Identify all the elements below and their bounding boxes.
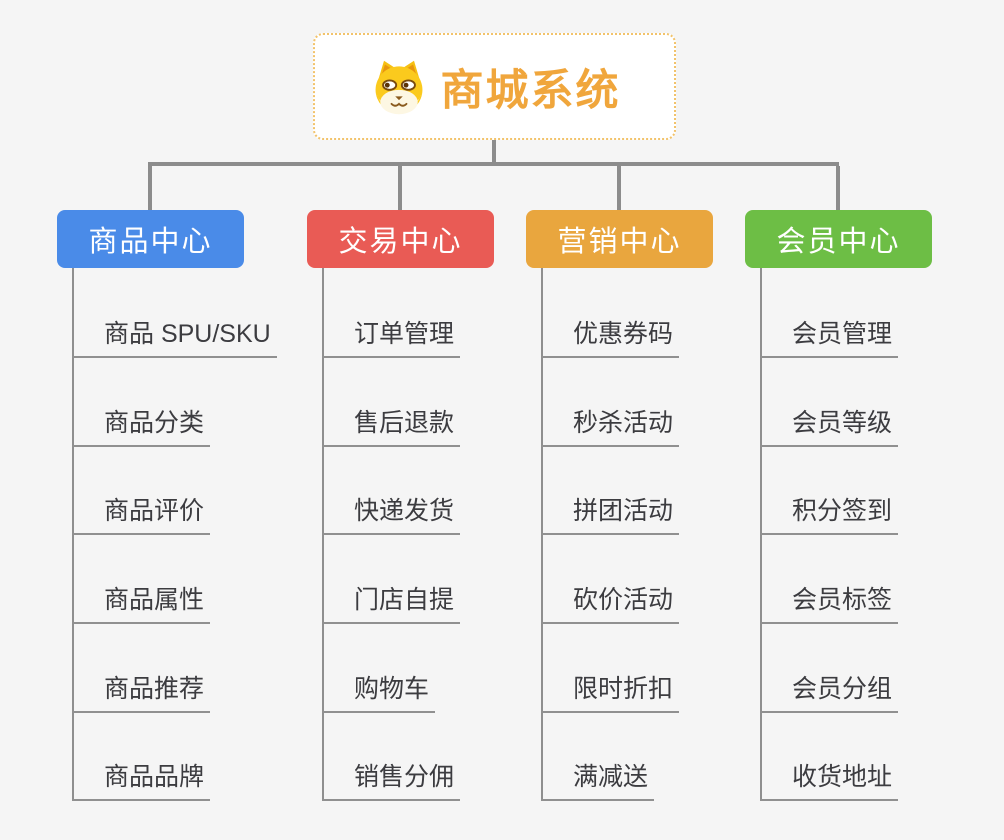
leaf-node[interactable]: 优惠券码 [541,318,680,358]
leaf-node[interactable]: 会员分组 [760,673,899,713]
leaf-node[interactable]: 商品属性 [72,584,211,624]
leaf-node[interactable]: 商品推荐 [72,673,211,713]
leaf-node[interactable]: 门店自提 [322,584,461,624]
leaf-node[interactable]: 订单管理 [322,318,461,358]
branch-node-member-center[interactable]: 会员中心 [745,210,932,268]
branch-trade-center: 交易中心 订单管理 售后退款 快递发货 门店自提 购物车 销售分佣 [307,210,557,810]
leaf-node[interactable]: 销售分佣 [322,761,461,801]
connector-drop [617,166,621,210]
connector-drop [836,166,840,210]
leaf-node[interactable]: 收货地址 [760,761,899,801]
leaf-node[interactable]: 拼团活动 [541,495,680,535]
leaf-node[interactable]: 商品 SPU/SKU [72,318,277,358]
leaf-node[interactable]: 商品分类 [72,407,211,447]
connector-root-stem [492,140,496,164]
leaf-node[interactable]: 售后退款 [322,407,461,447]
leaf-node[interactable]: 限时折扣 [541,673,680,713]
leaf-node[interactable]: 会员等级 [760,407,899,447]
leaf-node[interactable]: 购物车 [322,673,436,713]
leaf-node[interactable]: 会员管理 [760,318,899,358]
branch-member-center: 会员中心 会员管理 会员等级 积分签到 会员标签 会员分组 收货地址 [745,210,995,810]
connector-drop [398,166,402,210]
branch-marketing-center: 营销中心 优惠券码 秒杀活动 拼团活动 砍价活动 限时折扣 满减送 [526,210,776,810]
connector-rail [148,162,839,166]
connector-drop [148,166,152,210]
root-node[interactable]: 商城系统 [313,33,676,140]
branch-product-center: 商品中心 商品 SPU/SKU 商品分类 商品评价 商品属性 商品推荐 商品品牌 [57,210,307,810]
leaf-node[interactable]: 商品评价 [72,495,211,535]
leaf-node[interactable]: 商品品牌 [72,761,211,801]
root-title: 商城系统 [440,66,621,115]
leaf-node[interactable]: 满减送 [541,761,655,801]
leaf-node[interactable]: 积分签到 [760,495,899,535]
leaf-node[interactable]: 快递发货 [322,495,461,535]
leaf-node[interactable]: 砍价活动 [541,584,680,624]
leaf-node[interactable]: 会员标签 [760,584,899,624]
dog-face-icon [369,57,429,117]
branch-node-product-center[interactable]: 商品中心 [57,210,244,268]
branch-node-trade-center[interactable]: 交易中心 [307,210,494,268]
branch-node-marketing-center[interactable]: 营销中心 [526,210,713,268]
leaf-node[interactable]: 秒杀活动 [541,407,680,447]
